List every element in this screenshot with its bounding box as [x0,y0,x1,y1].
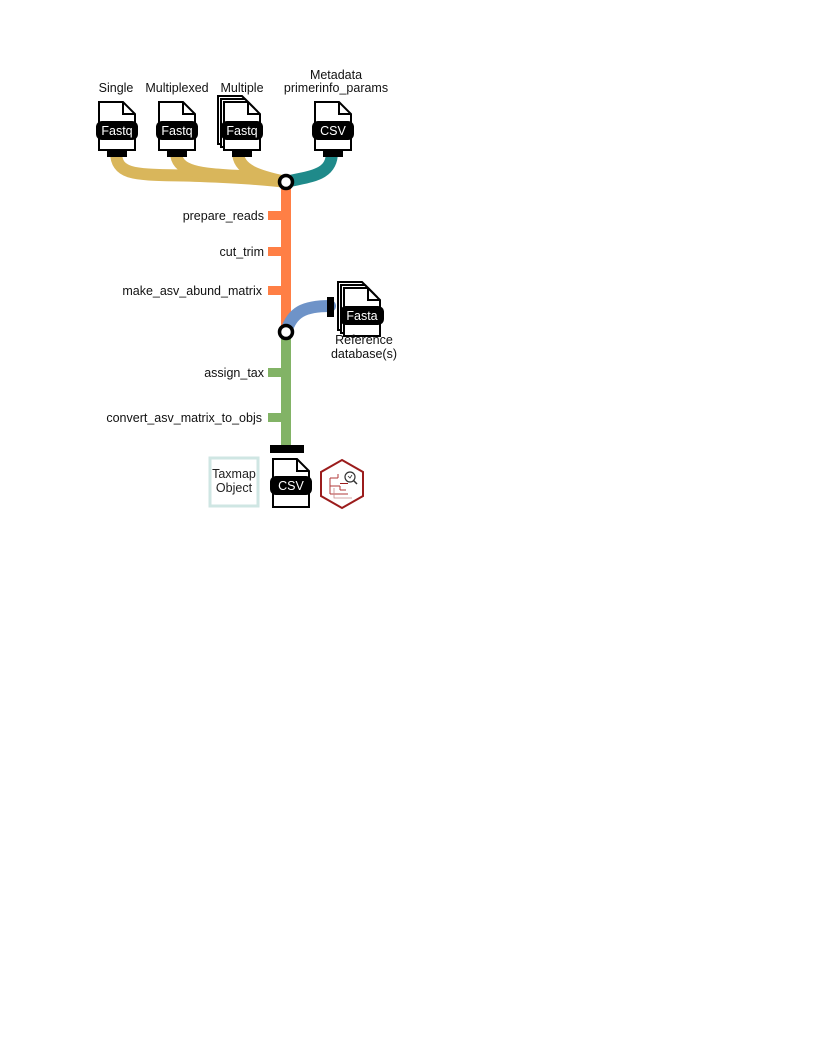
tick-make-asv-abund-matrix [268,286,284,295]
tick-prepare-reads [268,211,284,220]
package-hex-logo-icon [320,458,364,510]
multiple-fastq-files-icon: Fastq [217,95,263,157]
junction-reference-node [277,323,295,341]
step-convert-asv-matrix-to-objs-label: convert_asv_matrix_to_objs [106,411,262,425]
multiplexed-label: Multiplexed [145,81,208,95]
fastq-badge-label: Fastq [161,124,192,138]
reference-fasta-files-icon: Fasta [327,281,384,337]
multiple-label: Multiple [220,81,263,95]
database-label: database(s) [331,347,397,361]
csv-badge-label: CSV [278,479,304,493]
metadata-label: Metadata [310,68,362,82]
object-label: Object [216,481,253,495]
single-label: Single [99,81,134,95]
step-make-asv-abund-matrix-label: make_asv_abund_matrix [122,284,262,298]
taxmap-label: Taxmap [212,467,256,481]
taxmap-object-box: Taxmap Object [208,456,260,508]
primerinfo-params-label: primerinfo_params [284,81,388,95]
fasta-badge-label: Fasta [346,309,377,323]
fastq-badge-label: Fastq [226,124,257,138]
fastq-badge-label: Fastq [101,124,132,138]
step-prepare-reads-label: prepare_reads [183,209,264,223]
single-fastq-file-icon: Fastq [96,101,138,157]
step-cut-trim-label: cut_trim [220,245,264,259]
metadata-csv-file-icon: CSV [312,101,354,157]
main-line-green [281,332,291,450]
step-assign-tax-label: assign_tax [204,366,265,380]
csv-badge-label: CSV [320,124,346,138]
reference-label: Reference [335,333,393,347]
main-line-orange [281,182,291,332]
fastq-lines [110,146,292,188]
output-csv-file-icon: CSV [270,445,312,508]
tick-cut-trim [268,247,284,256]
tick-convert-asv-matrix [268,413,284,422]
junction-inputs-node [277,173,295,191]
multiplexed-fastq-file-icon: Fastq [156,101,198,157]
tick-assign-tax [268,368,284,377]
